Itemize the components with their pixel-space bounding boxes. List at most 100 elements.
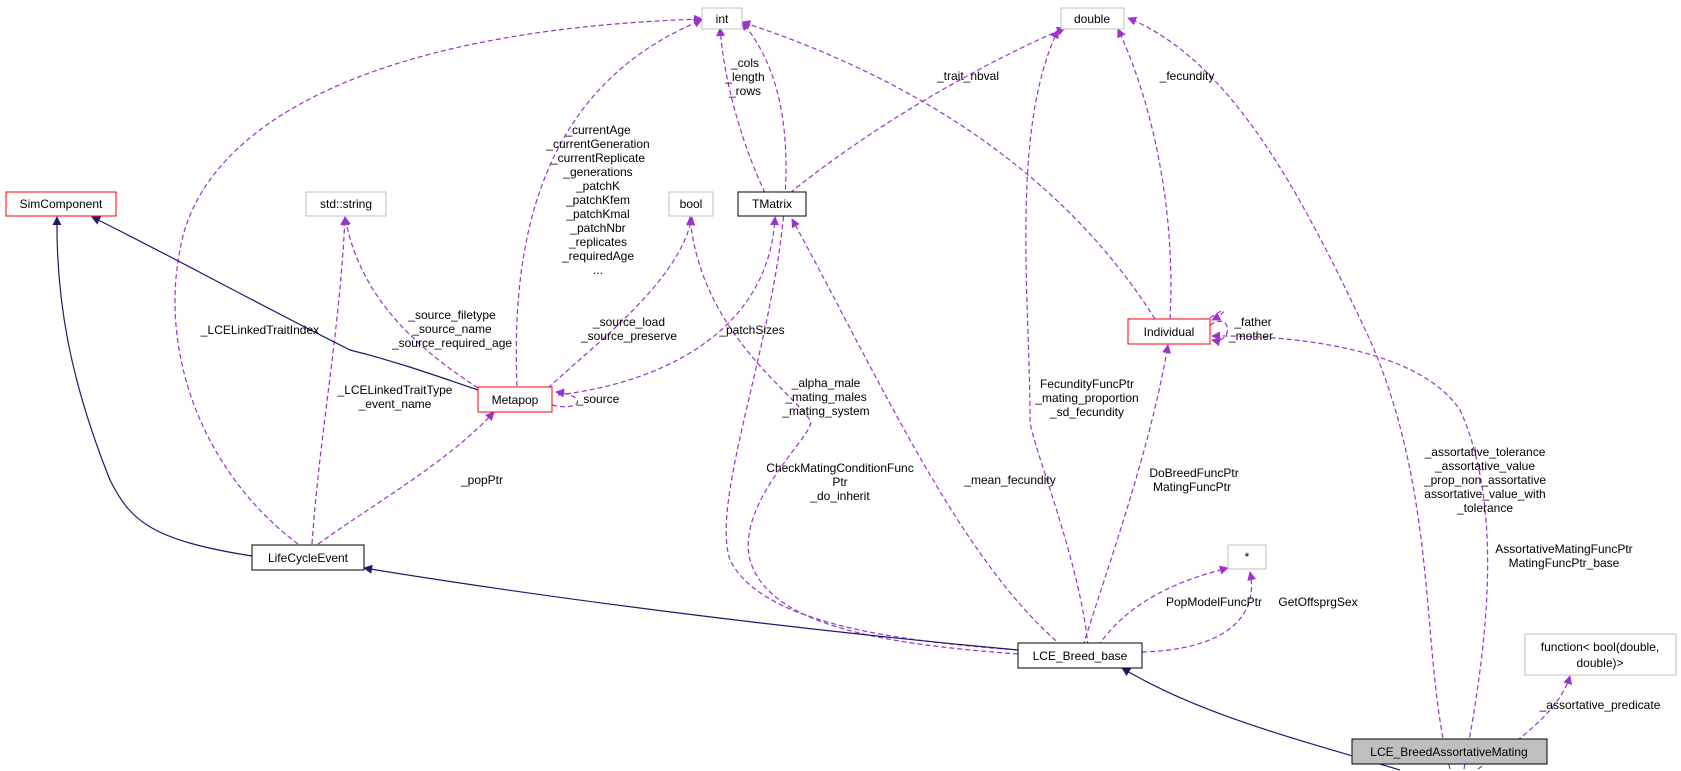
edge-lce-metapop	[317, 411, 495, 545]
label-breed-int: _alpha_male _mating_males _mating_system	[781, 376, 869, 418]
node-lce-breed-base[interactable]: LCE_Breed_base	[1017, 642, 1143, 669]
edge-label-line: _requiredAge	[561, 249, 634, 263]
edge-breed-individual	[1082, 344, 1172, 647]
edge-label-line: _sd_fecundity	[1049, 405, 1124, 419]
label-breed-bool: CheckMatingConditionFunc Ptr _do_inherit	[766, 461, 913, 503]
label-breed-pointer-left: PopModelFuncPtr	[1166, 595, 1262, 609]
edge-label-line: ...	[593, 263, 603, 277]
node-lifecycleevent[interactable]: LifeCycleEvent	[251, 544, 365, 571]
edge-label-line: _father	[1233, 315, 1271, 329]
label-lce-metapop: _popPtr	[460, 473, 503, 487]
edge-label-line: FecundityFuncPtr	[1040, 377, 1134, 391]
node-simcomponent-label: SimComponent	[20, 197, 103, 211]
edge-individual-int	[741, 20, 1156, 320]
edge-label-line: _assortative_tolerance	[1424, 445, 1546, 459]
edge-breed-lifecycleevent	[363, 564, 1019, 651]
edge-label-line: _rows	[728, 84, 761, 98]
node-individual-label: Individual	[1144, 325, 1195, 339]
label-individual-double: _fecundity	[1159, 69, 1215, 83]
edge-label-line: _source_name	[411, 322, 492, 336]
edge-label-line: _length	[724, 70, 764, 84]
edge-label-line: Ptr	[832, 475, 847, 489]
edge-label-line: _mother	[1228, 329, 1273, 343]
edge-label-line: _LCELinkedTraitType	[337, 383, 453, 397]
edge-breed-tmatrix	[791, 218, 1063, 647]
node-double[interactable]: double	[1060, 7, 1125, 30]
edge-label-line: _popPtr	[460, 473, 503, 487]
edge-label-line: _assortative_value	[1434, 459, 1535, 473]
node-bool[interactable]: bool	[668, 191, 714, 217]
edge-label-line: _fecundity	[1159, 69, 1215, 83]
node-metapop[interactable]: Metapop	[477, 386, 553, 413]
node-double-label: double	[1074, 12, 1110, 26]
node-tmatrix[interactable]: TMatrix	[737, 191, 807, 217]
edge-breed-pointer	[1097, 565, 1257, 653]
edge-label-line: _source_preserve	[580, 329, 677, 343]
label-assort-double: _assortative_tolerance _assortative_valu…	[1423, 445, 1546, 515]
edge-breed-bool	[686, 216, 1019, 655]
edge-label-line: _LCELinkedTraitIndex	[200, 323, 319, 337]
edge-label-line: _trait_nbval	[936, 69, 999, 83]
node-lce-breed-assortative[interactable]: LCE_BreedAssortativeMating	[1351, 738, 1548, 765]
node-metapop-label: Metapop	[492, 393, 539, 407]
label-breed-pointer-right: GetOffsprgSex	[1278, 595, 1357, 609]
edge-label-line: _currentReplicate	[550, 151, 645, 165]
edge-label-line: _patchKfem	[565, 193, 630, 207]
edge-label-line: _do_inherit	[809, 489, 870, 503]
label-metapop-tmatrix: _patchSizes	[718, 323, 784, 337]
node-simcomponent[interactable]: SimComponent	[5, 191, 117, 217]
node-tmatrix-label: TMatrix	[752, 197, 792, 211]
edge-tmatrix-int	[716, 27, 766, 194]
label-metapop-int: _currentAge _currentGeneration _currentR…	[545, 123, 649, 277]
edge-label-line: _cols	[730, 56, 759, 70]
edge-label-line: _source_required_age	[391, 336, 512, 350]
node-int-label: int	[716, 12, 729, 26]
node-lce-breed-assortative-label: LCE_BreedAssortativeMating	[1370, 745, 1527, 759]
edge-label-line: _currentAge	[564, 123, 631, 137]
edge-lce-string	[311, 216, 350, 545]
edge-label-line: _assortative_predicate	[1539, 698, 1661, 712]
edge-label-line: _source_load	[592, 315, 665, 329]
edge-label-line: _source_filetype	[407, 308, 496, 322]
edge-label-line: _mating_males	[784, 390, 866, 404]
node-lce-breed-base-label: LCE_Breed_base	[1033, 649, 1128, 663]
edge-metapop-self	[551, 388, 578, 408]
edge-metapop-simcomponent	[91, 216, 479, 391]
edge-label-line: assortative_value_with	[1424, 487, 1545, 501]
edge-label-line: _mating_system	[781, 404, 869, 418]
edge-label-line: _patchSizes	[718, 323, 784, 337]
edge-label-line: _mating_proportion	[1034, 391, 1138, 405]
edge-label-line: PopModelFuncPtr	[1166, 595, 1262, 609]
edge-tmatrix-double	[789, 27, 1066, 194]
edge-individual-double	[1117, 28, 1172, 320]
edge-metapop-tmatrix	[557, 216, 780, 396]
edge-label-line: AssortativeMatingFuncPtr	[1495, 542, 1632, 556]
node-string-label: std::string	[320, 197, 372, 211]
node-bool-label: bool	[680, 197, 703, 211]
node-int[interactable]: int	[701, 7, 743, 30]
edge-label-line: DoBreedFuncPtr	[1149, 466, 1238, 480]
label-lce-string: _LCELinkedTraitType _event_name	[337, 383, 453, 411]
edge-label-line: _prop_non_assortative	[1423, 473, 1546, 487]
edge-label-line: CheckMatingConditionFunc	[766, 461, 913, 475]
edge-label-line: _patchKmal	[565, 207, 629, 221]
label-tmatrix-double: _trait_nbval	[936, 69, 999, 83]
edge-label-line: _mean_fecundity	[963, 473, 1055, 487]
node-function[interactable]: function< bool(double, double)>	[1524, 633, 1677, 676]
label-breed-individual: DoBreedFuncPtr MatingFuncPtr	[1149, 466, 1238, 494]
edge-label-line: MatingFuncPtr_base	[1509, 556, 1620, 570]
node-lifecycleevent-label: LifeCycleEvent	[268, 551, 349, 565]
node-individual[interactable]: Individual	[1127, 318, 1211, 345]
label-assort-individual: AssortativeMatingFuncPtr MatingFuncPtr_b…	[1495, 542, 1632, 570]
node-function-label-line1: function< bool(double,	[1541, 640, 1659, 654]
node-string[interactable]: std::string	[305, 191, 387, 217]
edge-metapop-int	[515, 18, 703, 387]
node-pointer[interactable]: *	[1227, 544, 1267, 570]
edge-metapop-bool	[547, 216, 695, 389]
edge-label-line: _patchNbr	[569, 221, 625, 235]
label-metapop-string: _source_filetype _source_name _source_re…	[391, 308, 512, 350]
label-individual-self: _father _mother	[1228, 315, 1273, 343]
edge-metapop-string	[342, 216, 479, 389]
edge-breed-double	[1025, 29, 1089, 647]
